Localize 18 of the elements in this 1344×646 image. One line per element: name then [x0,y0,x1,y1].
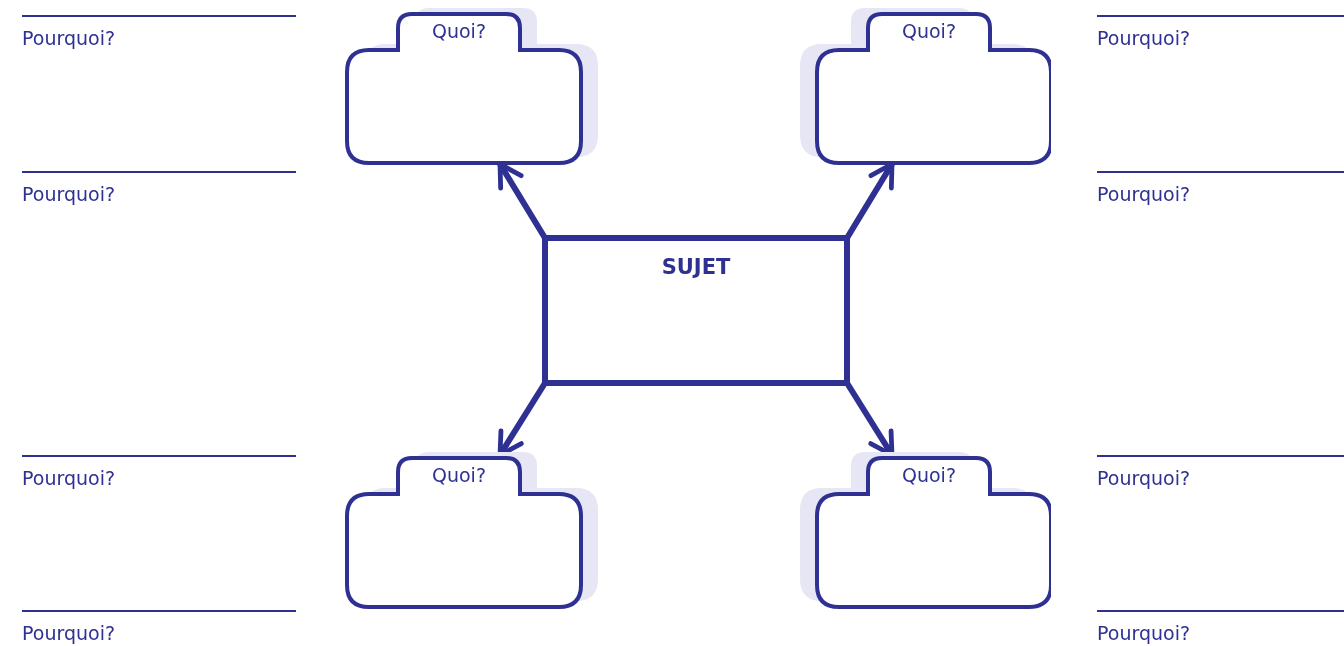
question-label: Pourquoi? [22,183,115,205]
tab-box [798,6,1051,165]
box-title: Quoi? [901,20,957,42]
question-label: Pourquoi? [22,622,115,644]
box-title: Quoi? [901,464,957,486]
question-label: Pourquoi? [1097,467,1190,489]
subject-title: SUJET [660,255,732,279]
question-label: Pourquoi? [22,467,115,489]
tab-box [345,450,598,609]
question-label: Pourquoi? [22,27,115,49]
subject-box [542,235,850,386]
box-title: Quoi? [431,464,487,486]
tab-box [798,450,1051,609]
tab-box [345,6,598,165]
question-label: Pourquoi? [1097,27,1190,49]
question-label: Pourquoi? [1097,622,1190,644]
question-label: Pourquoi? [1097,183,1190,205]
box-title: Quoi? [431,20,487,42]
